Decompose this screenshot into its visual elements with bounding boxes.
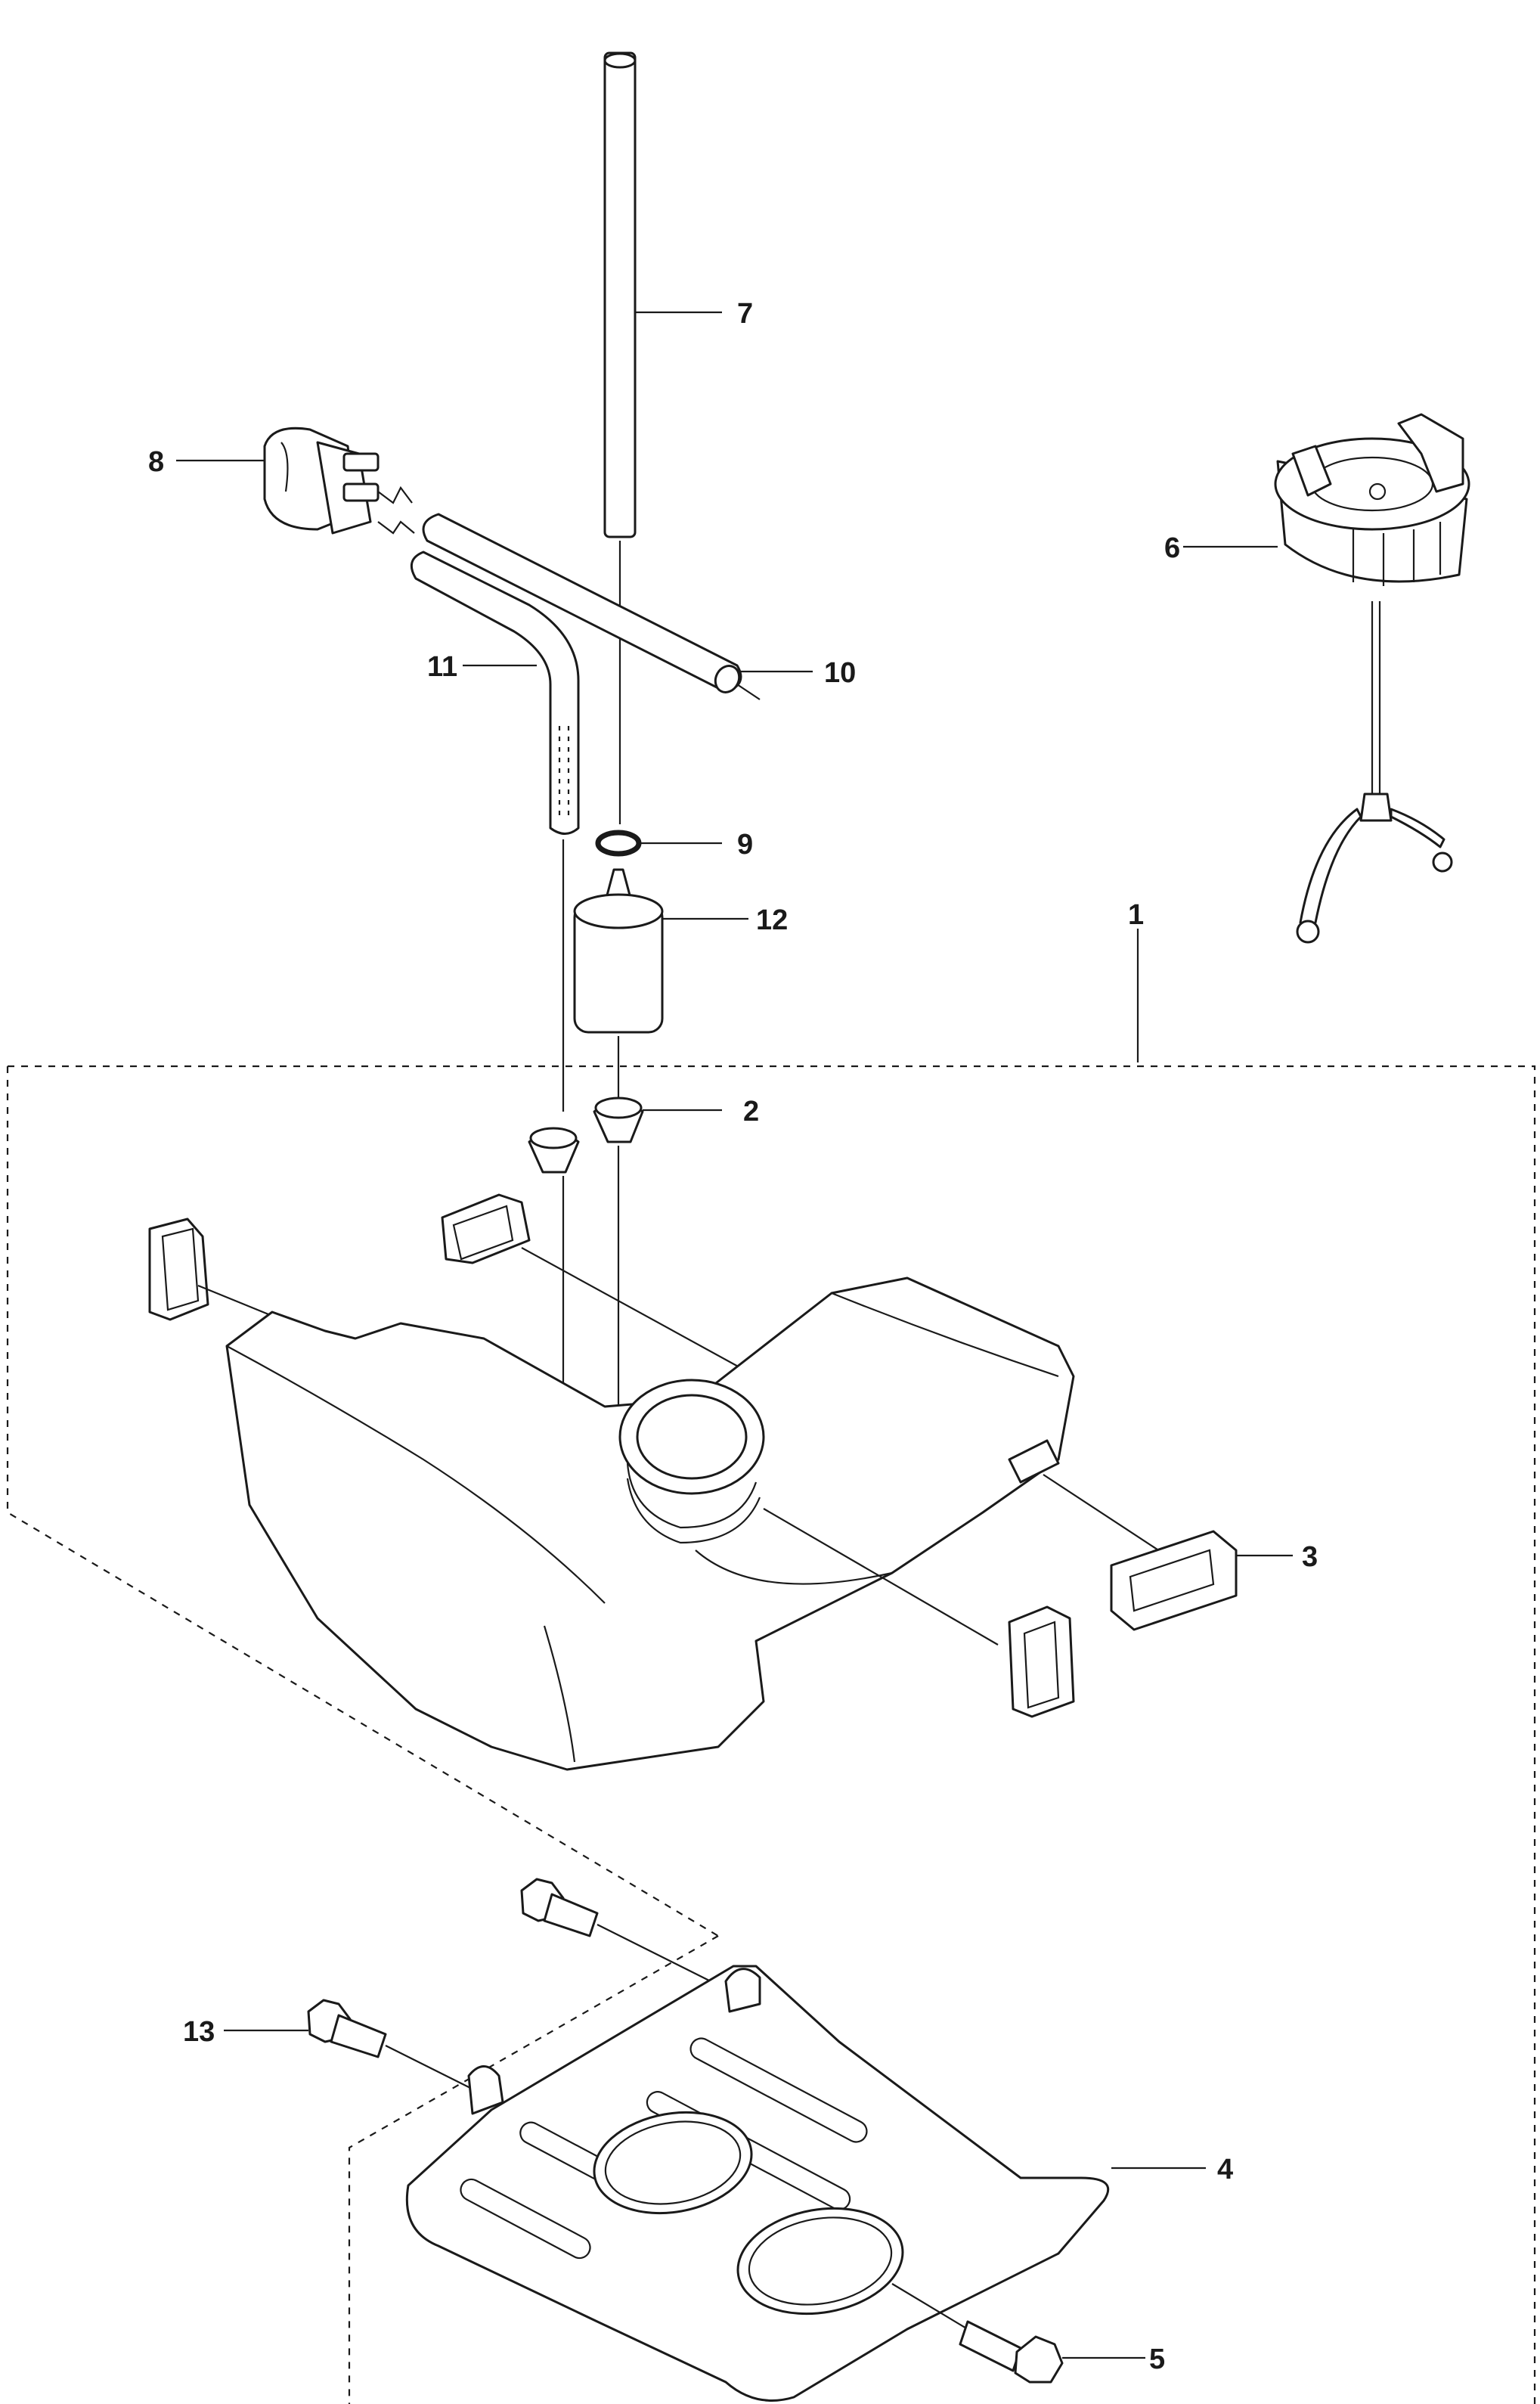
callout-12: 12 — [756, 904, 788, 936]
part-9-o-ring — [595, 830, 642, 857]
leader-lines — [176, 311, 1293, 2359]
callout-13: 13 — [183, 2016, 215, 2048]
part-4-bracket — [405, 1965, 1110, 2402]
part-3-grommets — [763, 1474, 1238, 1718]
rubber-pads-left — [148, 1193, 757, 1377]
callout-2: 2 — [743, 1096, 759, 1128]
callout-7: 7 — [737, 298, 753, 330]
callout-labels: 1 2 3 4 5 6 7 8 9 10 11 12 13 — [148, 298, 1318, 2375]
part-10-hose — [422, 513, 761, 700]
part-7-hose — [603, 51, 637, 824]
part-5-bolt — [891, 2283, 1064, 2384]
callout-1: 1 — [1128, 899, 1144, 931]
part-13-screws — [307, 1878, 757, 2126]
callout-9: 9 — [737, 829, 753, 861]
part-6-fuel-cap — [1274, 413, 1470, 944]
fuel-tank — [225, 1276, 1075, 1771]
part-8-primer-bulb — [263, 427, 415, 535]
part-12-fuel-filter — [573, 868, 664, 1104]
callout-4: 4 — [1217, 2154, 1233, 2185]
kit-boundary-dashed — [6, 1065, 1536, 2404]
callout-10: 10 — [824, 657, 856, 689]
callout-8: 8 — [148, 446, 164, 478]
callout-6: 6 — [1164, 532, 1180, 564]
part-11-hose — [410, 551, 580, 1112]
callout-11: 11 — [427, 651, 457, 683]
callout-5: 5 — [1149, 2344, 1165, 2375]
callout-3: 3 — [1302, 1541, 1318, 1573]
